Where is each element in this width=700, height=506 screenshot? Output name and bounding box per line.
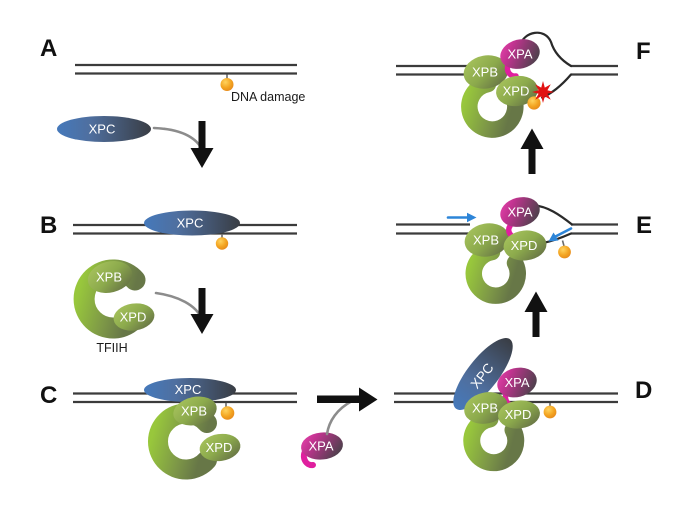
xpd-label: XPD <box>503 84 530 99</box>
xpb-subunit <box>87 261 133 293</box>
flow-arrow-e-to-f <box>520 128 544 174</box>
flow-arrow-d-to-e <box>524 291 548 337</box>
damage-stem <box>561 240 565 247</box>
translocation-arrow-right <box>446 212 477 223</box>
xpb-subunit <box>173 396 217 426</box>
xpd-subunit <box>498 400 540 429</box>
blue-arrow-head <box>548 232 559 242</box>
dna-damage-lesion <box>215 237 229 250</box>
xpa-protein <box>500 39 540 69</box>
xpc-label: XPC <box>177 216 204 231</box>
xpb-label: XPB <box>473 233 499 248</box>
panel-b: B XPC XPB XPD TFIIH <box>40 210 297 355</box>
tfiih-ring <box>463 410 525 472</box>
xpb-label: XPB <box>181 404 207 419</box>
panel-c: C XPC XPB XPD XPA <box>40 378 378 480</box>
tfiih-ring <box>461 75 524 138</box>
recruitment-curve-xpa <box>325 399 354 436</box>
blue-arrow-shaft <box>554 227 573 238</box>
xpd-subunit <box>503 230 547 261</box>
tfiih-ring <box>465 243 526 304</box>
xpd-subunit <box>113 303 155 331</box>
xpc-protein-bound <box>144 210 240 236</box>
incision-star-icon <box>532 81 554 103</box>
dna-duplex-f-right <box>571 64 618 76</box>
xpb-subunit <box>464 392 508 424</box>
flow-arrow-a-to-b <box>190 121 214 168</box>
xpb-subunit <box>463 55 509 89</box>
xpd-label: XPD <box>206 440 233 455</box>
xpc-label: XPC <box>175 382 202 397</box>
xpb-label: XPB <box>96 270 122 285</box>
panel-e: E XPB XPA XPD <box>396 197 652 304</box>
dna-damage-lesion <box>558 245 571 259</box>
panel-a-letter: A <box>40 35 57 62</box>
xpc-protein-tilted <box>453 338 513 410</box>
flow-arrow-b-to-c <box>190 288 214 334</box>
xpc-label: XPC <box>89 122 116 137</box>
xpb-label: XPB <box>472 65 498 80</box>
xpc-protein-bound <box>144 378 236 402</box>
dna-duplex-e-right <box>571 223 618 235</box>
xpb-subunit <box>464 223 510 257</box>
translocation-arrow-toward-xpd <box>548 227 573 242</box>
blue-arrow-head <box>467 212 477 223</box>
xpa-label: XPA <box>507 47 532 62</box>
xpd-label: XPD <box>120 310 147 325</box>
xpd-label: XPD <box>511 238 538 253</box>
dna-duplex-a <box>75 63 297 75</box>
xpa-protein <box>301 432 343 460</box>
dna-duplex-e-left <box>396 223 472 235</box>
dna-duplex-f-left <box>396 64 472 76</box>
dna-damage-lesion <box>527 96 541 110</box>
panel-a: A DNA damage XPC <box>40 35 305 168</box>
panel-e-letter: E <box>636 212 652 239</box>
open-bubble-top-strand <box>518 31 573 68</box>
panel-c-letter: C <box>40 382 57 409</box>
xpd-subunit <box>199 433 241 462</box>
xpa-protein <box>497 367 537 398</box>
panel-b-letter: B <box>40 212 57 239</box>
open-bubble-top-strand <box>532 204 574 226</box>
panel-f: F XPB XPA XPD <box>396 31 651 138</box>
dna-damage-caption: DNA damage <box>231 90 305 104</box>
dna-damage-lesion <box>543 405 557 419</box>
xpc-protein <box>57 116 151 142</box>
dna-damage-lesion <box>220 78 234 91</box>
xpa-label: XPA <box>504 375 529 390</box>
xpa-protein <box>500 197 540 227</box>
recruitment-curve-xpc <box>152 126 205 153</box>
xpa-label: XPA <box>507 205 532 220</box>
panel-d: D XPC XPA XPB XPD <box>394 338 652 472</box>
panel-f-letter: F <box>636 38 651 65</box>
xpd-label: XPD <box>505 407 532 422</box>
tfiih-caption: TFIIH <box>96 341 127 355</box>
xpa-label: XPA <box>308 439 333 454</box>
xpd-subunit <box>496 75 538 107</box>
dna-damage-lesion <box>220 406 235 420</box>
flow-arrow-c-to-d <box>317 387 378 412</box>
xpb-label: XPB <box>472 401 498 416</box>
panel-d-letter: D <box>635 377 652 404</box>
